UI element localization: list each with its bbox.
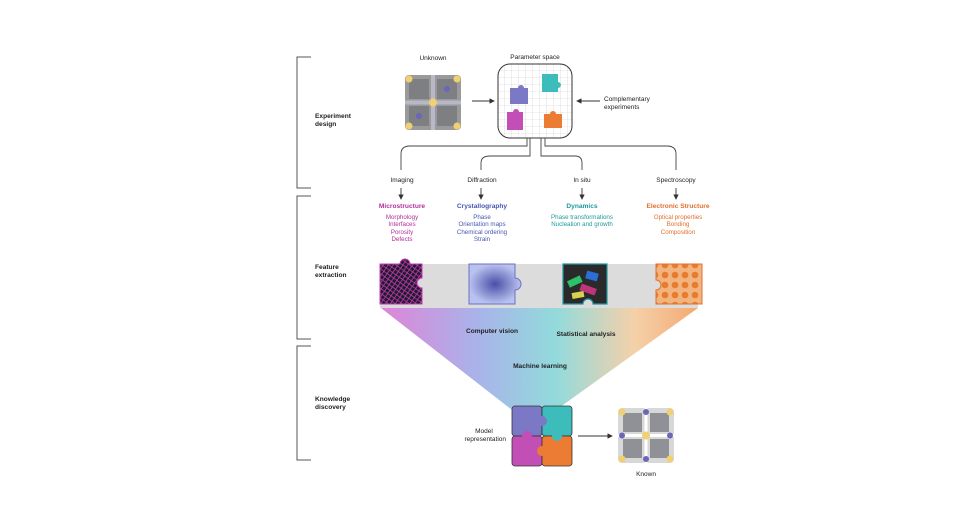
dynamics-items: Phase transformations Nucleation and gro… — [551, 214, 613, 229]
statistical-analysis-label: Statistical analysis — [556, 331, 616, 338]
dynamics-texture — [566, 270, 599, 299]
section-label-experiment-design: Experiment design — [315, 113, 351, 129]
category-microstructure: Microstructure — [378, 203, 426, 210]
list-item: Optical properties — [653, 214, 703, 221]
machine-learning-label: Machine learning — [513, 363, 567, 370]
list-item: Bonding — [666, 221, 690, 229]
branch-lines — [400, 138, 677, 170]
section-label-line: extraction — [315, 272, 347, 279]
puzzle-piece-teal — [542, 74, 561, 92]
electronic-structure-items: Optical properties Bonding Composition — [654, 214, 703, 236]
section-label-line: Feature — [315, 264, 339, 271]
list-item: Chemical ordering — [456, 228, 508, 236]
list-item: Porosity — [390, 228, 414, 236]
list-item: Composition — [660, 228, 696, 236]
category-electronic-structure: Electronic Structure — [646, 203, 710, 210]
feature-band — [380, 264, 698, 308]
model-label-line: Model — [475, 428, 493, 435]
category-crystallography: Crystallography — [456, 203, 508, 210]
complementary-line: experiments — [604, 104, 640, 111]
model-representation-label: Model representation — [462, 428, 506, 444]
list-item: Morphology — [385, 214, 419, 221]
list-item: Strain — [473, 236, 491, 244]
section-brackets — [296, 56, 311, 461]
parameter-space-pieces — [507, 74, 562, 130]
complementary-line: Complementary — [604, 96, 650, 103]
model-representation-puzzle — [511, 405, 573, 467]
known-crystal-image — [618, 408, 674, 463]
unknown-label: Unknown — [419, 55, 447, 62]
section-label-line: discovery — [315, 404, 346, 411]
category-dynamics: Dynamics — [566, 203, 598, 210]
complementary-experiments-label: Complementary experiments — [604, 96, 650, 112]
list-item: Defects — [391, 236, 413, 244]
section-label-knowledge-discovery: Knowledge discovery — [315, 396, 350, 412]
microstructure-piece — [379, 258, 423, 305]
method-arrows — [398, 188, 679, 200]
crystallography-items: Phase Orientation maps Chemical ordering… — [457, 214, 507, 244]
unknown-crystal-image — [405, 75, 461, 130]
learning-fan — [381, 308, 698, 410]
section-label-line: Experiment — [315, 113, 351, 120]
list-item: Interfaces — [388, 221, 416, 229]
method-label-spectroscopy: Spectroscopy — [656, 177, 696, 184]
known-label: Known — [636, 471, 656, 478]
section-label-line: Knowledge — [315, 396, 351, 403]
electronic-structure-piece — [655, 263, 703, 305]
crystallography-piece — [468, 263, 522, 305]
section-label-feature-extraction: Feature extraction — [315, 264, 347, 280]
puzzle-piece-orange — [544, 111, 562, 128]
list-item: Phase — [473, 214, 491, 221]
puzzle-piece-magenta — [507, 109, 523, 130]
list-item: Nucleation and growth — [551, 221, 613, 229]
model-label-line: representation — [464, 436, 506, 443]
section-label-line: design — [315, 121, 337, 128]
method-label-imaging: Imaging — [390, 177, 414, 184]
method-label-diffraction: Diffraction — [467, 177, 497, 184]
computer-vision-label: Computer vision — [465, 328, 519, 335]
puzzle-piece-purple — [510, 85, 528, 104]
microstructure-items: Morphology Interfaces Porosity Defects — [386, 214, 418, 244]
parameter-space-label: Parameter space — [510, 54, 560, 61]
list-item: Orientation maps — [458, 221, 506, 229]
list-item: Phase transformations — [551, 214, 613, 221]
method-label-in-situ: In situ — [573, 177, 591, 184]
